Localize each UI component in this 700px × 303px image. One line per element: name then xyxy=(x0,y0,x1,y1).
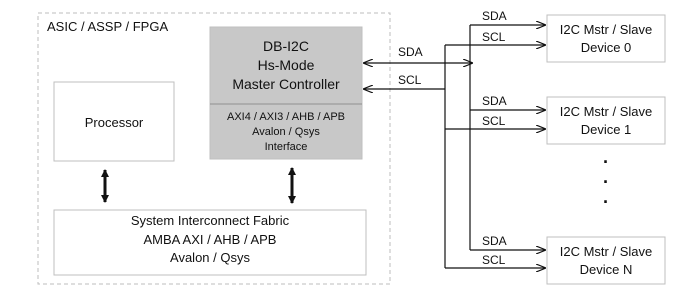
device-n-name: Device N xyxy=(580,262,633,277)
sda-bus-label: SDA xyxy=(398,45,423,59)
ellipsis-dot: · xyxy=(603,192,609,212)
device-1-scl-label: SCL xyxy=(482,114,506,128)
scl-bus-label: SCL xyxy=(398,73,422,87)
chip-boundary xyxy=(37,12,391,285)
controller-interface-buses: AXI4 / AXI3 / AHB / APB xyxy=(227,111,345,123)
controller-block xyxy=(209,26,363,160)
processor-block xyxy=(53,81,175,162)
controller-mode: Hs-Mode xyxy=(258,57,315,73)
ellipsis-dot: · xyxy=(603,152,609,172)
fabric-block xyxy=(53,209,367,276)
fabric-avalon: Avalon / Qsys xyxy=(170,250,250,265)
device-1-name: Device 1 xyxy=(581,122,632,137)
controller-interface-avalon: Avalon / Qsys xyxy=(252,126,320,138)
controller-interface-label: Interface xyxy=(265,141,308,153)
device-n-sda-label: SDA xyxy=(482,234,507,248)
processor-label: Processor xyxy=(85,115,144,130)
controller-title: DB-I2C xyxy=(263,38,309,54)
device-0-title: I2C Mstr / Slave xyxy=(560,22,652,37)
fabric-title: System Interconnect Fabric xyxy=(131,213,290,228)
device-0-name: Device 0 xyxy=(581,40,632,55)
device-n-block xyxy=(546,236,666,285)
device-n-scl-label: SCL xyxy=(482,253,506,267)
device-1-sda-label: SDA xyxy=(482,94,507,108)
device-0-block xyxy=(546,14,666,63)
device-0-sda-label: SDA xyxy=(482,9,507,23)
device-1-title: I2C Mstr / Slave xyxy=(560,104,652,119)
device-1-block xyxy=(546,96,666,145)
device-n-title: I2C Mstr / Slave xyxy=(560,244,652,259)
ellipsis-dot: · xyxy=(603,172,609,192)
fabric-amba: AMBA AXI / AHB / APB xyxy=(144,232,277,247)
device-0-scl-label: SCL xyxy=(482,30,506,44)
chip-label: ASIC / ASSP / FPGA xyxy=(47,19,168,34)
controller-subtitle: Master Controller xyxy=(232,76,340,92)
